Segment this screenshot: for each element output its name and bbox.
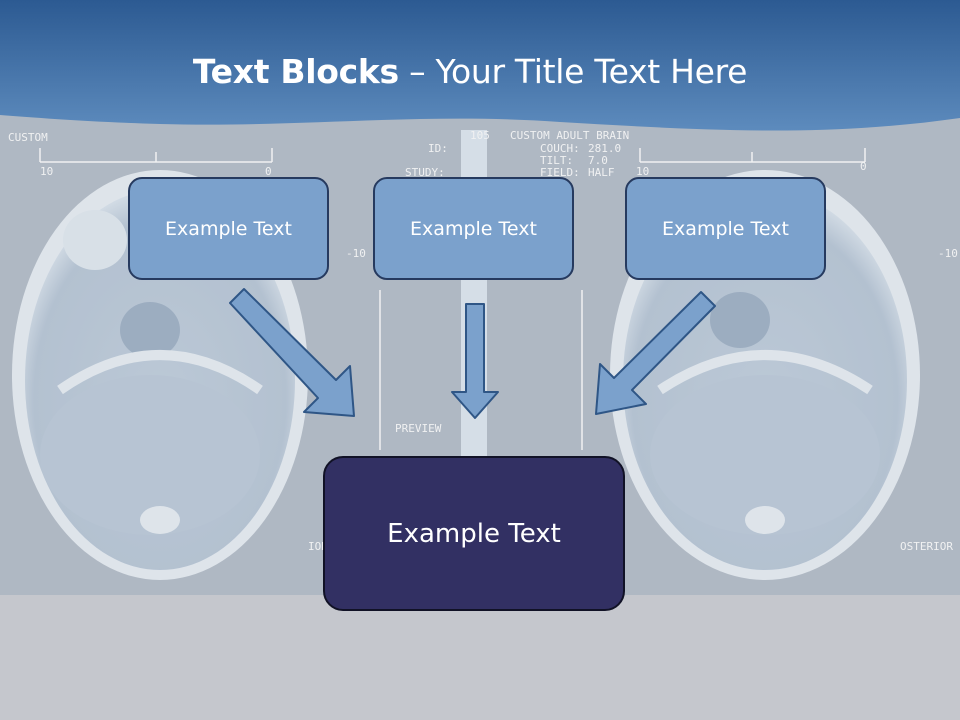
scan-label-105: 105 — [470, 129, 490, 142]
ct-scan-left — [12, 170, 308, 580]
text-block-right-label: Example Text — [662, 217, 789, 240]
scan-label-field-val: HALF — [588, 166, 615, 179]
scan-label-tilt-val: 7.0 — [588, 154, 608, 167]
slide-title: Text Blocks – Your Title Text Here — [0, 52, 940, 91]
scan-label-couch-val: 281.0 — [588, 142, 621, 155]
scan-label-minus10-right: -10 — [938, 247, 958, 260]
text-block-center[interactable]: Example Text — [373, 177, 574, 280]
text-block-right[interactable]: Example Text — [625, 177, 826, 280]
title-bold: Text Blocks — [192, 52, 399, 91]
scan-label-0-left: 0 — [265, 165, 272, 178]
arrow-left — [229, 288, 355, 417]
scan-label-10-right: 10 — [636, 165, 649, 178]
scan-label-study: STUDY: — [405, 166, 445, 179]
title-rest: – Your Title Text Here — [398, 52, 748, 91]
scan-label-couch: COUCH: — [540, 142, 580, 155]
scan-label-0-right: 0 — [860, 160, 867, 173]
text-block-main-label: Example Text — [387, 518, 561, 549]
text-block-center-label: Example Text — [410, 217, 537, 240]
scan-label-field: FIELD: — [540, 166, 580, 179]
scan-label-id: ID: — [428, 142, 448, 155]
scan-label-posterior-right: OSTERIOR — [900, 540, 953, 553]
arrow-right — [595, 291, 716, 415]
scan-rulers — [39, 148, 866, 450]
scan-label-10-left: 10 — [40, 165, 53, 178]
scan-label-tilt: TILT: — [540, 154, 573, 167]
arrow-center — [451, 303, 499, 419]
scan-label-preview: PREVIEW — [395, 422, 442, 435]
scan-label-minus10-left: -10 — [346, 247, 366, 260]
header-band — [0, 0, 960, 131]
scan-label-custom-left: CUSTOM — [8, 131, 48, 144]
text-block-left[interactable]: Example Text — [128, 177, 329, 280]
scan-labels: CUSTOM 10 0 ID: CUSTOM ADULT BRAIN 105 C… — [8, 129, 958, 553]
text-block-main[interactable]: Example Text — [323, 456, 625, 611]
scan-label-adult-brain: CUSTOM ADULT BRAIN — [510, 129, 629, 142]
text-block-left-label: Example Text — [165, 217, 292, 240]
